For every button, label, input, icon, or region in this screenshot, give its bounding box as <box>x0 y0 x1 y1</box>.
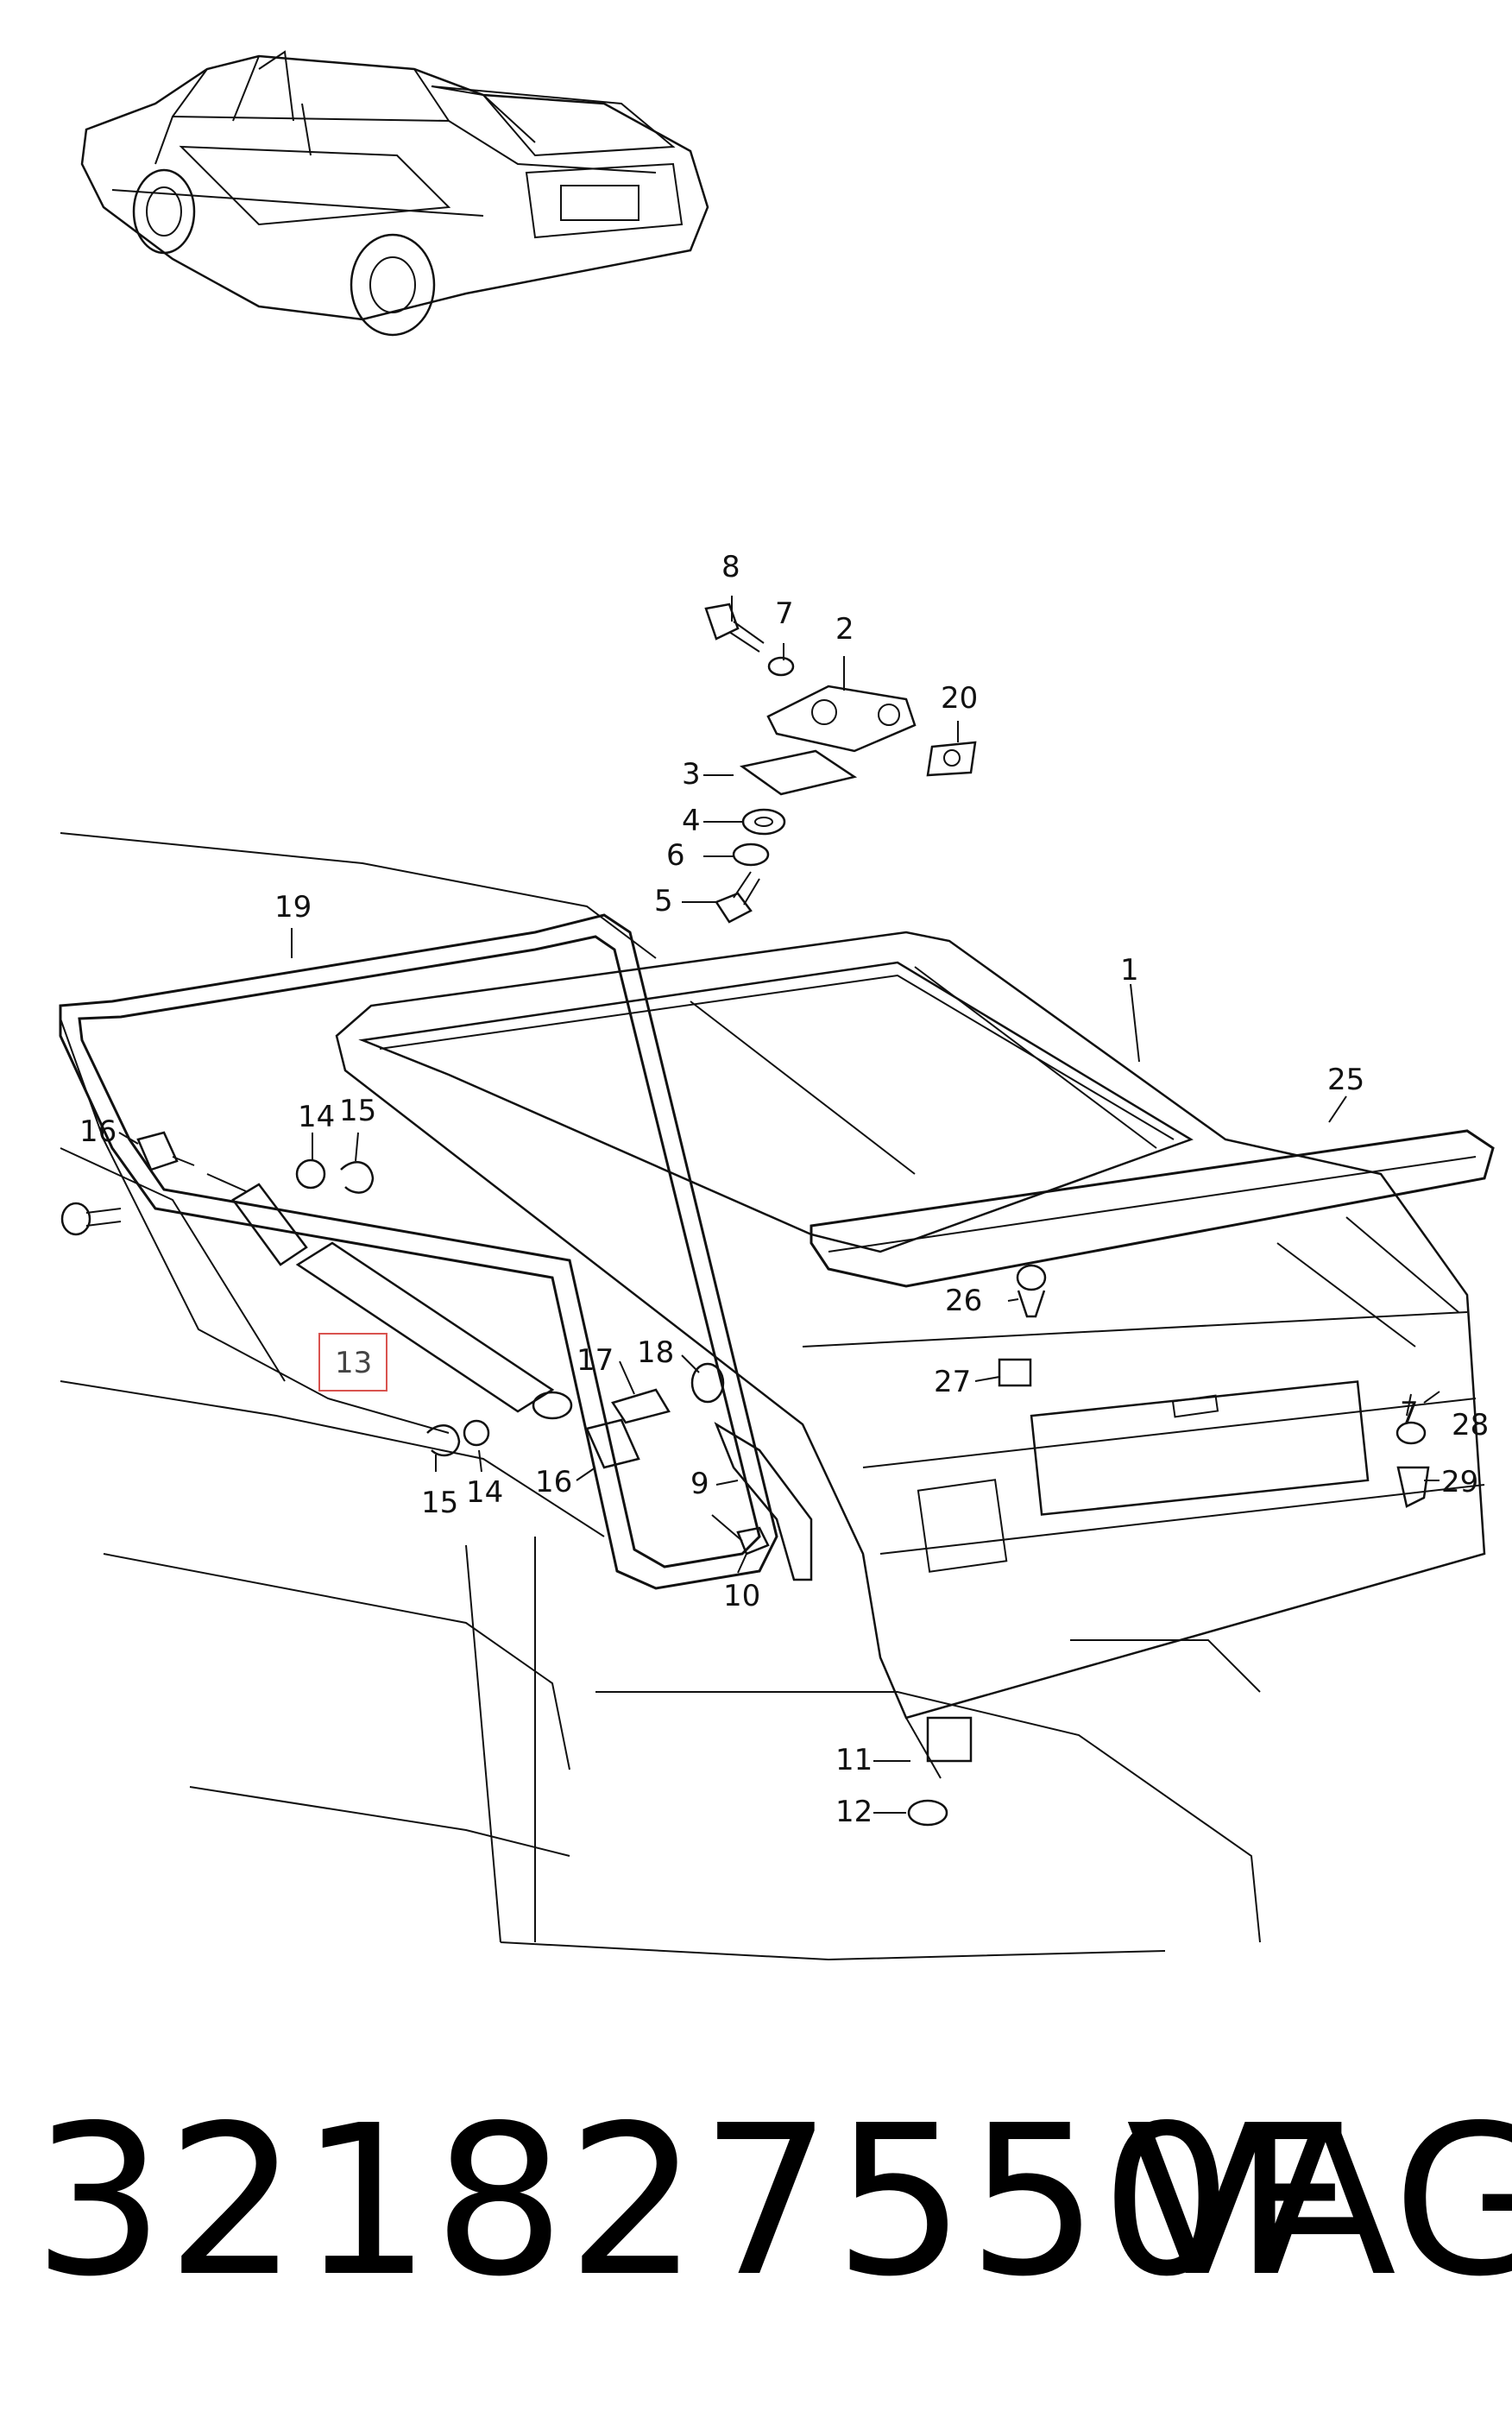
callout-29: 29 <box>1441 1465 1478 1499</box>
callout-26: 26 <box>945 1284 982 1318</box>
callout-16-upper: 16 <box>79 1114 117 1149</box>
callout-6: 6 <box>666 838 685 873</box>
callout-18: 18 <box>637 1335 674 1370</box>
callout-16-lower: 16 <box>535 1465 572 1499</box>
callout-27: 27 <box>934 1365 971 1399</box>
callout-13-highlight[interactable]: 13 <box>318 1333 387 1392</box>
callout-15-lower: 15 <box>421 1486 458 1520</box>
callout-14-upper: 14 <box>298 1100 335 1134</box>
leader-lines <box>118 596 1440 1814</box>
callout-25: 25 <box>1327 1063 1364 1097</box>
part-19-seal <box>59 913 778 1590</box>
callout-9: 9 <box>690 1467 709 1501</box>
callout-15-upper: 15 <box>339 1094 376 1128</box>
small-parts <box>711 1264 1430 1827</box>
callout-14-lower: 14 <box>466 1475 503 1510</box>
hinge-assembly <box>704 603 977 924</box>
strut-fittings <box>60 1131 725 1469</box>
part-13-gas-strut <box>172 1156 555 1413</box>
callout-7-tailgate: 7 <box>1400 1396 1419 1430</box>
callout-19: 19 <box>274 890 312 925</box>
callout-28: 28 <box>1452 1408 1489 1442</box>
callout-5: 5 <box>654 884 673 918</box>
callout-4: 4 <box>682 804 701 838</box>
callout-10: 10 <box>723 1579 760 1613</box>
callout-3: 3 <box>682 757 701 792</box>
callout-20: 20 <box>941 681 978 716</box>
part-25-spoiler <box>810 1129 1495 1288</box>
callout-1: 1 <box>1120 953 1139 988</box>
callout-labels: 1 2 3 4 5 6 7 7 8 9 10 11 12 13 14 14 15… <box>79 550 1489 1829</box>
callout-8: 8 <box>721 550 740 584</box>
part-number: 321827550F <box>33 2080 1356 2322</box>
callout-12: 12 <box>835 1795 873 1829</box>
callout-11: 11 <box>835 1743 873 1777</box>
callout-17: 17 <box>576 1343 614 1378</box>
callout-13: 13 <box>335 1346 372 1380</box>
part-1-tailgate <box>335 931 1486 1779</box>
callout-2: 2 <box>835 612 854 647</box>
vehicle-thumbnail <box>80 50 709 337</box>
exploded-parts-diagram: 1 2 3 4 5 6 7 7 8 9 10 11 12 13 14 14 15… <box>59 50 1495 1961</box>
brand-name: VAG <box>1126 2080 1512 2322</box>
callout-7-hinge: 7 <box>775 596 794 631</box>
